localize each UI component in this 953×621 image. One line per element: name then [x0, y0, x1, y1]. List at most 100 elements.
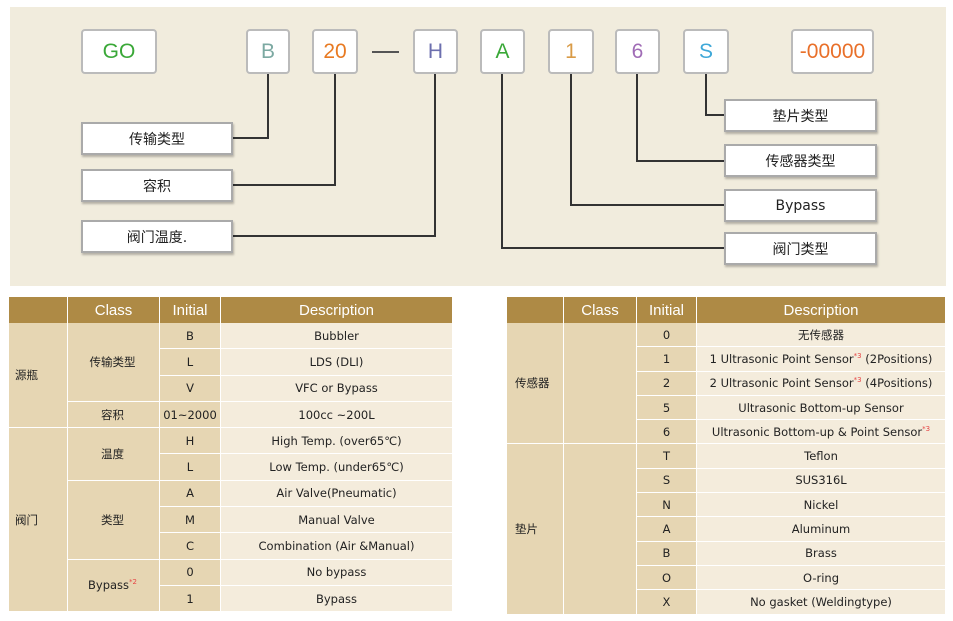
header-description: Description	[697, 297, 945, 323]
description-cell: Ultrasonic Bottom-up Sensor	[697, 395, 945, 421]
code-dash	[372, 51, 399, 53]
class-cell: Bypass*2	[68, 559, 160, 613]
initial-cell: A	[160, 480, 221, 508]
table-header-row: Class Initial Description	[9, 297, 452, 323]
class-label: 容积	[101, 407, 124, 422]
code-segment-transfer-type: B	[246, 29, 290, 74]
description-cell: 100cc ~200L	[221, 401, 452, 429]
description-text: O-ring	[802, 570, 840, 585]
description-text: Ultrasonic Bottom-up Sensor	[738, 400, 904, 415]
class-cell	[564, 444, 637, 615]
description-cell: Teflon	[697, 444, 945, 469]
description-cell: SUS316L	[697, 468, 945, 494]
code-segment-prefix: GO	[81, 29, 157, 74]
code-segment-valve-type: A	[480, 29, 525, 74]
class-cell: 容积	[68, 401, 160, 429]
initial-cell: B	[637, 541, 697, 566]
footnote-marker: *2	[129, 578, 137, 587]
class-cell: 温度	[68, 428, 160, 481]
class-label: 传输类型	[89, 354, 136, 369]
initial-cell: N	[637, 493, 697, 518]
initial-cell: M	[160, 507, 221, 534]
description-text: Ultrasonic Bottom-up & Point Sensor	[711, 424, 923, 439]
initial-cell: 2	[637, 371, 697, 396]
description-cell: LDS (DLI)	[221, 349, 452, 376]
description-cell: O-ring	[697, 565, 945, 591]
initial-cell: 0	[637, 323, 697, 348]
initial-cell: 01~2000	[160, 401, 221, 429]
header-class: Class	[564, 297, 637, 323]
description-text: 2 Ultrasonic Point Sensor	[709, 376, 854, 391]
label-transfer-type: 传输类型	[81, 122, 233, 155]
description-suffix: (4Positions)	[861, 376, 933, 391]
initial-cell: B	[160, 323, 221, 350]
group-cell: 垫片	[507, 444, 564, 615]
code-segment-valve-temp: H	[413, 29, 458, 74]
initial-cell: L	[160, 349, 221, 376]
connector-20	[233, 74, 336, 186]
description-cell: Aluminum	[697, 517, 945, 542]
description-cell: High Temp. (over65℃)	[221, 428, 452, 455]
connector-1	[570, 74, 724, 206]
initial-cell: 1	[160, 585, 221, 613]
description-cell: Nickel	[697, 493, 945, 518]
class-cell: 类型	[68, 480, 160, 560]
code-segment-suffix: -00000	[791, 29, 874, 74]
description-suffix: (2Positions)	[861, 351, 933, 366]
header-description: Description	[221, 297, 452, 323]
initial-cell: H	[160, 428, 221, 455]
class-label: 温度	[101, 446, 124, 461]
group-cell: 源瓶	[9, 323, 68, 429]
label-gasket-type: 垫片类型	[724, 99, 877, 132]
initial-cell: 1	[637, 347, 697, 372]
initial-cell: A	[637, 517, 697, 542]
class-cell: 传输类型	[68, 323, 160, 402]
initial-cell: 0	[160, 559, 221, 586]
code-segment-gasket: S	[683, 29, 729, 74]
footnote-marker: *3	[922, 425, 931, 433]
initial-cell: 5	[637, 395, 697, 421]
initial-cell: V	[160, 375, 221, 402]
class-cell	[564, 323, 637, 445]
label-bypass: Bypass	[724, 189, 877, 222]
connector-6	[636, 74, 724, 162]
description-cell: Bubbler	[221, 323, 452, 350]
description-cell: Brass	[697, 541, 945, 566]
class-label: Bypass	[88, 578, 130, 593]
initial-cell: C	[160, 533, 221, 560]
class-label: 类型	[101, 512, 124, 527]
description-cell: 1 Ultrasonic Point Sensor*3 (2Positions)	[697, 347, 945, 372]
initial-cell: X	[637, 590, 697, 615]
description-cell: 2 Ultrasonic Point Sensor*3 (4Positions)	[697, 371, 945, 396]
code-segment-sensor: 6	[615, 29, 660, 74]
description-cell: Low Temp. (under65℃)	[221, 454, 452, 481]
code-segment-volume: 20	[312, 29, 358, 74]
header-initial: Initial	[160, 297, 221, 323]
label-valve-temp: 阀门温度.	[81, 220, 233, 253]
code-segment-bypass: 1	[548, 29, 594, 74]
header-group	[9, 297, 68, 323]
description-text: No gasket (Weldingtype)	[750, 594, 892, 609]
